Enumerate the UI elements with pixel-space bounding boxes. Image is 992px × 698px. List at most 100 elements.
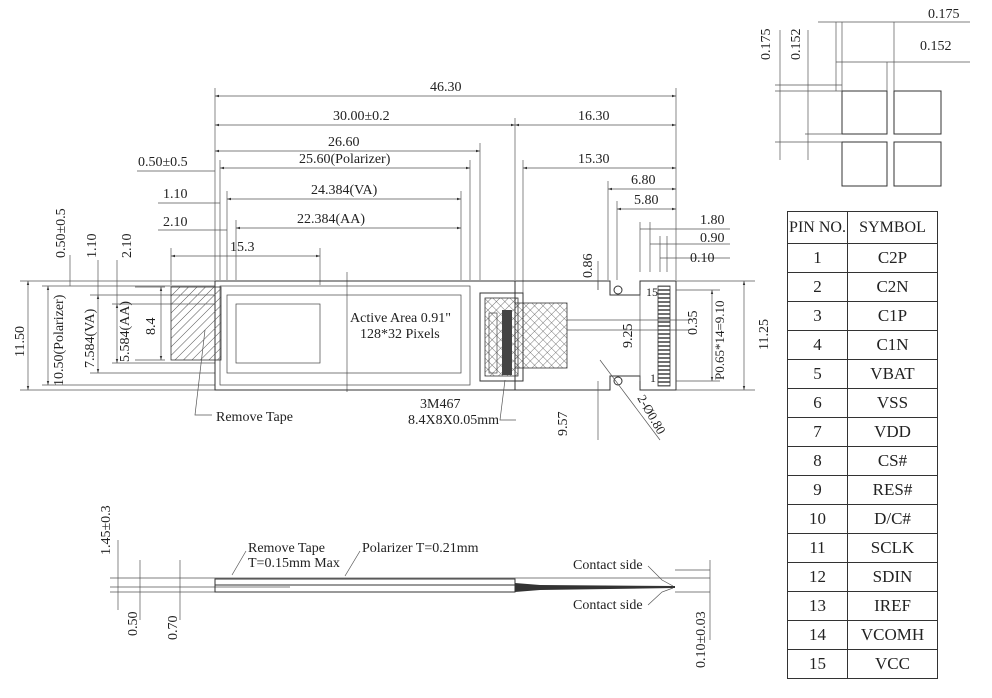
dim-0152-h: 0.152 <box>920 39 952 54</box>
dim-fpc-580: 5.80 <box>634 193 659 208</box>
active-area-line1: Active Area 0.91" <box>350 311 451 326</box>
pin-no: 15 <box>787 649 848 679</box>
pin-no: 6 <box>787 388 848 418</box>
pin-no: 8 <box>787 446 848 476</box>
pin-no: 13 <box>787 591 848 621</box>
pin-first-label: 1 <box>650 371 656 385</box>
dim-left-margin: 0.50±0.5 <box>138 155 188 170</box>
dim-fpc-925: 9.25 <box>621 324 636 349</box>
pin-no: 2 <box>787 272 848 302</box>
pin-symbol: VSS <box>847 388 938 418</box>
dim-0175-h: 0.175 <box>928 7 960 22</box>
pin-symbol: C2P <box>847 243 938 273</box>
pin-symbol: SCLK <box>847 533 938 563</box>
pin-symbol: SDIN <box>847 562 938 592</box>
adhesive-3m467 <box>484 297 519 377</box>
remove-tape-label: Remove Tape <box>216 410 293 425</box>
pin-no: 9 <box>787 475 848 505</box>
dim-0175-v: 0.175 <box>759 29 774 61</box>
pin-no: 12 <box>787 562 848 592</box>
pin-no: 11 <box>787 533 848 563</box>
header-symbol: SYMBOL <box>847 211 938 244</box>
pin-no: 4 <box>787 330 848 360</box>
pin-symbol: IREF <box>847 591 938 621</box>
pin-no: 1 <box>787 243 848 273</box>
dim-aa-width: 22.384(AA) <box>297 212 365 227</box>
dim-va-height: 7.584(VA) <box>83 308 98 368</box>
dim-polarizer-height: 10.50(Polarizer) <box>52 294 67 386</box>
side-view: 1.45±0.3 Remove Tape T=0.15mm Max Polari… <box>99 505 711 668</box>
adhesive-line2: 8.4X8X0.05mm <box>408 413 499 428</box>
fpc-contacts <box>657 285 671 387</box>
dim-top-210: 2.10 <box>120 234 135 259</box>
dim-hole-dia: 2-Ø0.80 <box>634 392 668 437</box>
pin-symbol: C1N <box>847 330 938 360</box>
pin-symbol: C1P <box>847 301 938 331</box>
fpc-stiffener <box>514 302 568 369</box>
dim-aa-height: 5.584(AA) <box>118 301 133 362</box>
dim-fpc-height: 11.25 <box>757 319 772 350</box>
pin-table-header: PIN NO. SYMBOL <box>787 211 938 244</box>
dim-hole-086: 0.86 <box>581 254 596 279</box>
pin-no: 10 <box>787 504 848 534</box>
pixel-detail: 0.175 0.152 0.175 0.152 <box>759 7 970 187</box>
pin-no: 14 <box>787 620 848 650</box>
pin-symbol: VDD <box>847 417 938 447</box>
side-dim-070: 0.70 <box>166 616 181 641</box>
dim-0152-v: 0.152 <box>789 29 804 61</box>
pin-symbol: RES# <box>847 475 938 505</box>
side-dim-050: 0.50 <box>126 612 141 637</box>
pin-last-label: 15 <box>646 285 658 299</box>
dim-fpc-offset: 16.30 <box>578 109 610 124</box>
dim-outline-width: 26.60 <box>328 135 360 150</box>
dim-top-050: 0.50±0.5 <box>54 208 69 258</box>
dim-tape-153: 15.3 <box>230 240 255 255</box>
side-remove-tape-1: Remove Tape <box>248 541 325 556</box>
side-remove-tape-2: T=0.15mm Max <box>248 556 340 571</box>
dim-overall-width: 46.30 <box>430 80 462 95</box>
front-view: 15 1 46.30 30.00±0.2 16.30 26.60 25.60(P… <box>13 80 772 441</box>
active-area-line2: 128*32 Pixels <box>360 327 440 342</box>
dim-top-110: 1.10 <box>85 234 100 259</box>
pin-symbol: C2N <box>847 272 938 302</box>
pin-no: 3 <box>787 301 848 331</box>
dim-hole-957: 9.57 <box>556 412 571 437</box>
side-contact-bottom: Contact side <box>573 598 643 613</box>
header-pin-no: PIN NO. <box>787 211 848 244</box>
dim-tape-height: 8.4 <box>144 318 159 336</box>
adhesive-line1: 3M467 <box>420 397 460 412</box>
dim-pin-090: 0.90 <box>700 231 725 246</box>
dim-polarizer-width: 25.60(Polarizer) <box>299 152 391 167</box>
dim-pin-010: 0.10 <box>690 251 715 266</box>
dim-pitch: P0.65*14=9.10 <box>712 300 727 380</box>
dim-aa-offset: 2.10 <box>163 215 188 230</box>
dim-overall-height: 11.50 <box>13 326 28 357</box>
dim-fpc-to-edge: 15.30 <box>578 152 610 167</box>
dim-glass-width: 30.00±0.2 <box>333 109 390 124</box>
pin-symbol: D/C# <box>847 504 938 534</box>
pin-symbol: VCOMH <box>847 620 938 650</box>
dim-va-offset: 1.10 <box>163 187 188 202</box>
pin-no: 7 <box>787 417 848 447</box>
pin-symbol: VBAT <box>847 359 938 389</box>
side-fpc-thickness: 0.10±0.03 <box>694 611 709 668</box>
remove-tape-area <box>170 286 222 361</box>
side-contact-top: Contact side <box>573 558 643 573</box>
dim-va-width: 24.384(VA) <box>311 183 378 198</box>
pin-no: 5 <box>787 359 848 389</box>
dim-pin-180: 1.80 <box>700 213 725 228</box>
